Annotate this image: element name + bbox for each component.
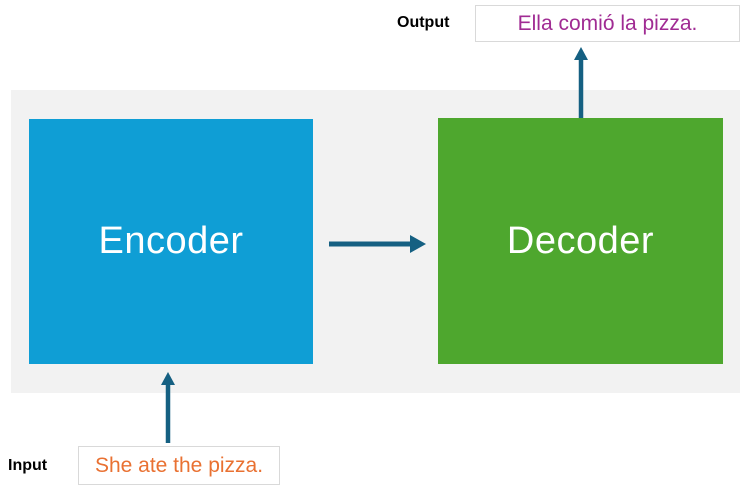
input-sentence-text: She ate the pizza.: [94, 453, 264, 477]
input-label: Input: [8, 457, 48, 474]
decoder-block: Decoder: [438, 118, 723, 364]
decoder-block-label: Decoder: [506, 219, 655, 262]
output-label: Output: [397, 14, 450, 31]
output-sentence-text: Ella comió la pizza.: [517, 11, 698, 35]
input-sentence-box: She ate the pizza.: [78, 446, 280, 485]
output-sentence-box: Ella comió la pizza.: [475, 5, 740, 42]
encoder-block: Encoder: [29, 119, 313, 364]
encoder-block-label: Encoder: [98, 220, 244, 262]
